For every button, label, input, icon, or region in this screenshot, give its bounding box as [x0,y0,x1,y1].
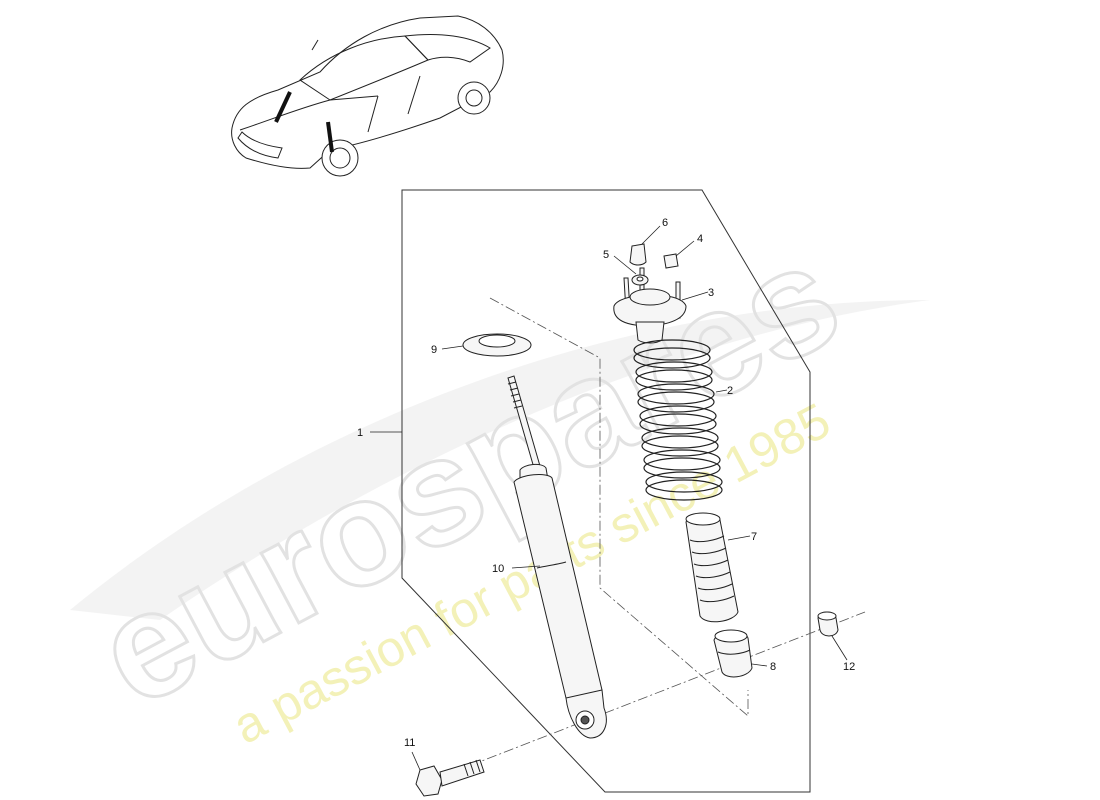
callout-5: 5 [603,249,609,261]
car-rear-wheel-hub [465,89,483,107]
callout-4: 4 [697,233,703,245]
car-rear-wheel [457,81,491,115]
leader-10 [511,565,541,569]
car-front-wheel [321,139,359,177]
mount-boss [629,288,671,306]
leader-4 [675,240,695,257]
car-thumbnail [231,15,504,177]
bolt-shank [439,759,485,787]
leader-8 [751,663,768,667]
car-front-wheel-hub [329,147,351,169]
part-6-cap [629,243,647,266]
callout-1: 1 [357,427,363,439]
part-7-dust-boot [685,512,739,623]
part-3-top-mount [613,267,687,344]
car-door-line [367,75,421,133]
part-2-coil-spring [633,339,723,501]
bolt-head [415,765,443,797]
watermark: eurospares a passion for parts since 198… [70,209,930,755]
car-body-outline [231,15,504,169]
callout-6: 6 [662,217,668,229]
callout-12: 12 [843,661,855,673]
leader-6 [641,225,661,245]
car-hood-line [239,95,379,131]
callouts: 1 2 3 4 5 6 7 8 9 10 11 12 [357,217,855,749]
leader-lines [370,225,848,771]
part-11-bolt [415,759,485,797]
part-4-nut [663,253,679,269]
part-12-bush [817,611,839,637]
car-grille [237,131,283,159]
part-10-damper [507,375,607,739]
callout-10: 10 [492,563,504,575]
callout-3: 3 [708,287,714,299]
callout-11: 11 [404,737,415,749]
car-location-arrow-rear [326,121,334,153]
callout-8: 8 [770,661,776,673]
leader-2 [715,389,728,393]
leader-12 [831,635,848,661]
leader-3 [681,291,709,301]
leader-9 [441,345,464,350]
watermark-swoosh [70,300,930,620]
part-5-nut [631,274,649,286]
part-9-seat-pad [462,333,532,357]
callout-7: 7 [751,531,757,543]
leader-5 [613,255,637,275]
part-8-bump-stop [713,629,753,678]
bolt-thread [463,759,481,777]
alignment-guides [419,297,866,786]
assembly-frame [401,189,811,793]
mount-lower-bush [635,321,665,344]
damper-band [536,561,567,569]
car-side-window [403,34,491,63]
damper-rod-thread [507,381,523,409]
leader-11 [411,751,421,771]
car-location-arrow-front [274,91,292,123]
car-mirror [311,39,319,51]
leader-7 [727,535,751,541]
callout-2: 2 [727,385,733,397]
damper-eye-hole [580,715,590,725]
callout-9: 9 [431,344,437,356]
